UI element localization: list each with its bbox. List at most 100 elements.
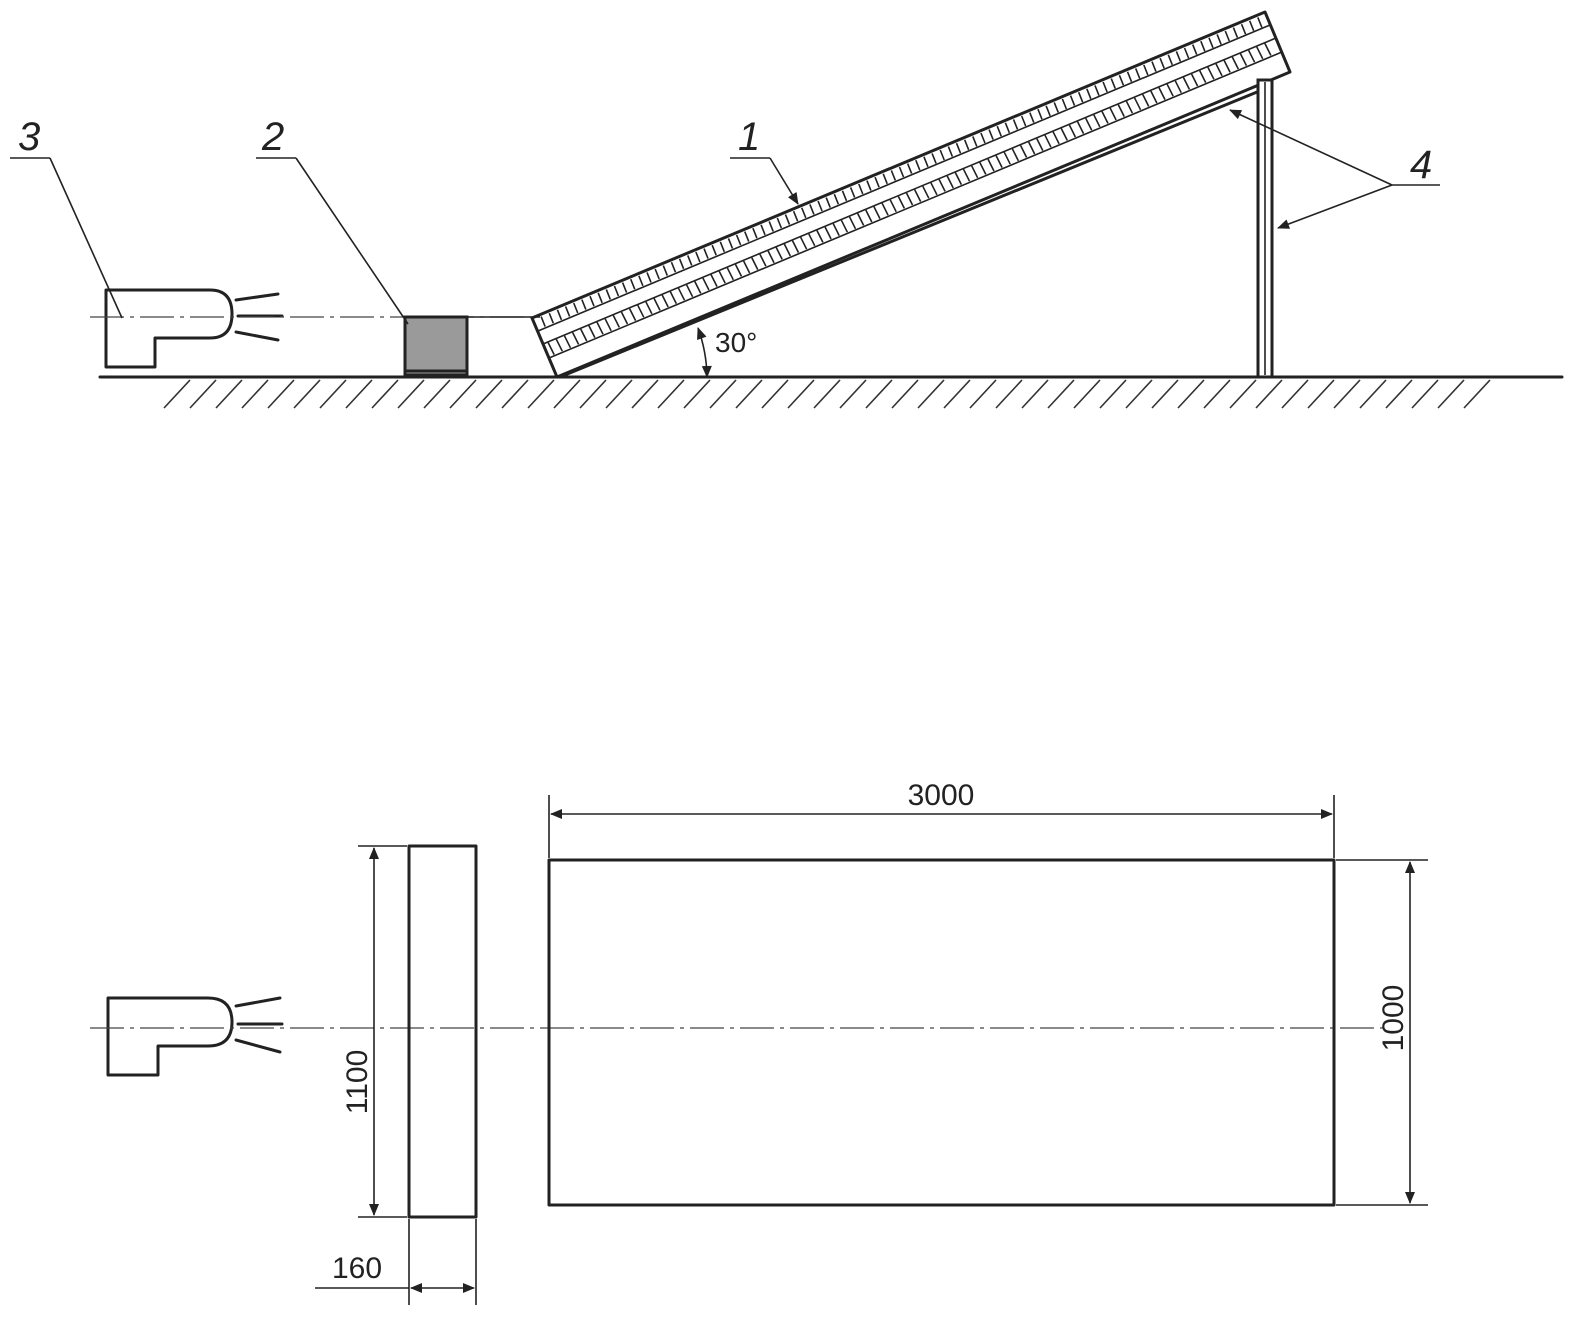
- hatch-stroke: [767, 250, 775, 264]
- hatch-stroke: [1239, 53, 1248, 66]
- collector-hatching: [547, 43, 1272, 355]
- hatch-stroke: [645, 301, 653, 315]
- hatch-stroke: [1133, 97, 1142, 111]
- hatch-stroke: [527, 379, 555, 409]
- hatch-stroke: [783, 243, 792, 257]
- hatch-stroke: [670, 261, 677, 273]
- dimension-specimen-height: 1100: [341, 845, 407, 1218]
- dimension-specimen-height-label: 1100: [341, 1050, 374, 1115]
- hatch-stroke: [556, 309, 563, 321]
- hatch-stroke: [1004, 122, 1011, 134]
- plan-view: 3000 1000 1100 160: [90, 779, 1428, 1305]
- hatch-stroke: [1143, 64, 1149, 76]
- hatch-stroke: [1045, 105, 1051, 117]
- hatch-stroke: [906, 163, 913, 174]
- hatch-stroke: [1208, 37, 1214, 49]
- hatch-stroke: [638, 275, 644, 287]
- hatch-stroke: [988, 129, 994, 140]
- hatch-stroke: [890, 170, 897, 181]
- hatch-stroke: [1166, 83, 1174, 97]
- hatch-stroke: [678, 258, 685, 270]
- hatch-stroke: [824, 226, 832, 240]
- hatch-stroke: [1159, 57, 1165, 69]
- hatch-stroke: [423, 379, 451, 409]
- hatch-stroke: [1036, 138, 1044, 151]
- hatch-stroke: [1021, 379, 1049, 409]
- hatch-stroke: [922, 185, 930, 199]
- hatch-stroke: [1110, 78, 1116, 89]
- hatch-stroke: [742, 260, 751, 274]
- hatch-stroke: [1117, 104, 1125, 117]
- hatch-stroke: [995, 379, 1023, 409]
- hatch-stroke: [1359, 379, 1387, 409]
- hatch-stroke: [1463, 379, 1491, 409]
- hatch-stroke: [709, 379, 737, 409]
- ground-hatch: [163, 379, 1491, 409]
- hatch-stroke: [809, 204, 815, 215]
- hatch-stroke: [596, 321, 604, 335]
- hatch-stroke: [848, 216, 857, 230]
- hatch-stroke: [397, 379, 425, 409]
- hatch-stroke: [695, 251, 701, 263]
- hatch-stroke: [1177, 379, 1205, 409]
- hatch-stroke: [1167, 54, 1174, 66]
- hatch-stroke: [657, 379, 685, 409]
- hatch-stroke: [293, 379, 321, 409]
- hatch-stroke: [1060, 128, 1068, 141]
- hatch-stroke: [917, 379, 945, 409]
- hatch-stroke: [734, 264, 743, 277]
- hatch-stroke: [1385, 379, 1413, 409]
- hatch-stroke: [939, 149, 945, 161]
- hatch-stroke: [1076, 121, 1085, 134]
- hatch-stroke: [711, 244, 717, 256]
- hatch-stroke: [865, 209, 873, 223]
- hatch-stroke: [858, 183, 864, 195]
- hatch-stroke: [817, 200, 823, 212]
- hatch-stroke: [1012, 119, 1019, 130]
- hatch-stroke: [889, 199, 897, 213]
- hatch-stroke: [970, 165, 979, 179]
- hatch-stroke: [1029, 112, 1035, 123]
- hatch-stroke: [1200, 40, 1206, 52]
- hatch-stroke: [1151, 379, 1179, 409]
- hatch-stroke: [987, 158, 995, 172]
- hatch-stroke: [1134, 68, 1141, 79]
- hatch-stroke: [825, 197, 831, 208]
- dimension-specimen-thickness-label: 160: [332, 1252, 382, 1285]
- hatch-stroke: [946, 175, 954, 189]
- hatch-stroke: [683, 379, 711, 409]
- hatch-stroke: [449, 379, 477, 409]
- hatch-stroke: [1174, 80, 1182, 94]
- hatch-stroke: [1216, 34, 1222, 45]
- hatch-stroke: [943, 379, 971, 409]
- hatch-stroke: [882, 173, 888, 185]
- hatch-stroke: [553, 379, 581, 409]
- hatch-stroke: [841, 190, 848, 202]
- hatch-stroke: [1158, 87, 1166, 100]
- hatch-stroke: [685, 284, 694, 298]
- hatch-stroke: [1069, 95, 1076, 106]
- hatch-stroke: [955, 142, 962, 154]
- hatch-stroke: [677, 287, 686, 301]
- hatch-stroke: [1077, 91, 1084, 103]
- hatch-stroke: [1198, 70, 1207, 83]
- hatch-stroke: [775, 247, 783, 260]
- sprinkler-plan: [106, 996, 284, 1077]
- hatch-stroke: [547, 342, 555, 355]
- hatch-stroke: [897, 196, 906, 209]
- hatch-stroke: [752, 227, 758, 239]
- hatch-stroke: [930, 182, 938, 196]
- hatch-stroke: [727, 238, 734, 249]
- angle-arc: [697, 327, 712, 378]
- hatch-stroke: [612, 315, 621, 328]
- hatch-stroke: [718, 270, 726, 284]
- hatch-stroke: [1437, 379, 1465, 409]
- hatch-stroke: [555, 338, 564, 352]
- hatch-stroke: [1052, 131, 1060, 145]
- hatch-stroke: [891, 379, 919, 409]
- hatch-stroke: [913, 189, 922, 202]
- hatch-stroke: [856, 213, 865, 226]
- hatch-stroke: [1247, 49, 1256, 63]
- hatch-stroke: [735, 379, 763, 409]
- hatch-stroke: [1019, 145, 1028, 158]
